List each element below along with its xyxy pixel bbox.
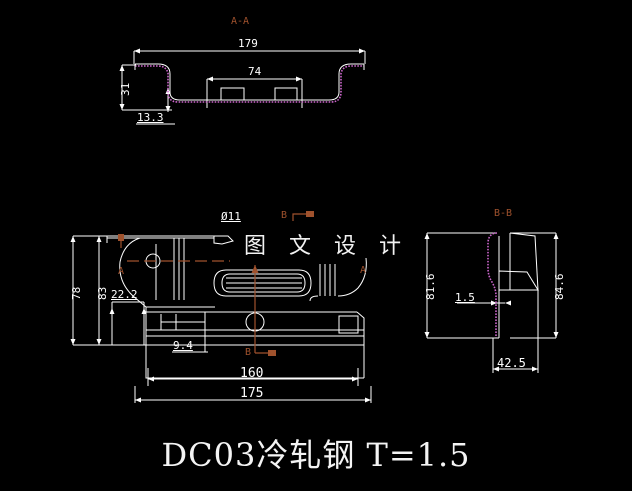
- dim-179: 179: [238, 37, 258, 50]
- section-aa-geometry: [119, 48, 366, 125]
- dim-74: 74: [248, 65, 262, 78]
- material-title: DC03冷轧钢 T=1.5: [161, 436, 471, 474]
- section-mark-b-top: B: [281, 210, 288, 221]
- main-view-geometry: [106, 235, 367, 379]
- dim-hole-d11: Ø11: [221, 210, 241, 223]
- dim-83: 83: [96, 286, 109, 300]
- section-mark-b-bottom: B: [245, 347, 252, 358]
- section-mark-a-left: A: [118, 266, 125, 277]
- dim-22-2: 22.2: [111, 288, 138, 301]
- section-label-aa: A-A: [231, 16, 250, 27]
- section-aa-outline: [134, 63, 365, 101]
- dim-84-6: 84.6: [553, 273, 566, 301]
- dim-175: 175: [240, 386, 264, 401]
- watermark-text: 图 文 设 计: [244, 234, 409, 259]
- dim-9-4: 9.4: [173, 339, 193, 352]
- section-bb-geometry: [424, 232, 559, 373]
- dim-78: 78: [70, 286, 83, 300]
- section-label-bb: B-B: [494, 208, 513, 219]
- dim-42-5: 42.5: [497, 356, 526, 370]
- dim-13-3: 13.3: [137, 111, 164, 124]
- section-mark-a-right: A: [360, 265, 367, 276]
- section-cut-marks: [118, 211, 314, 356]
- dim-1-5: 1.5: [455, 291, 475, 304]
- dim-31: 31: [119, 82, 132, 96]
- dim-160: 160: [240, 366, 264, 381]
- dim-81-6: 81.6: [424, 273, 437, 301]
- section-bb-outline: [480, 236, 500, 339]
- section-aa-profile: [135, 65, 364, 103]
- main-view-dimensions: [70, 235, 372, 403]
- section-bb-profile: [487, 232, 498, 338]
